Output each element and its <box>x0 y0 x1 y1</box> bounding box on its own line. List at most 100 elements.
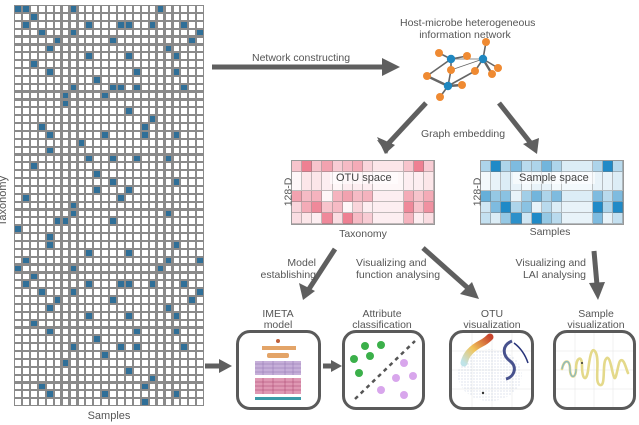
matrix-cell <box>110 29 116 36</box>
matrix-cell <box>165 281 172 288</box>
matrix-cell <box>173 202 180 209</box>
matrix-cell <box>173 76 180 83</box>
matrix-cell <box>38 391 45 398</box>
matrix-cell-present <box>15 6 21 12</box>
matrix-cell <box>118 108 124 115</box>
matrix-cell <box>94 289 101 295</box>
imeta-architecture-icon <box>255 339 301 400</box>
matrix-cell-present <box>165 210 172 217</box>
matrix-cell <box>181 352 188 358</box>
matrix-cell <box>38 92 45 99</box>
matrix-cell <box>165 108 172 115</box>
otu-heatmap-cell <box>342 161 353 173</box>
matrix-cell <box>15 147 21 154</box>
matrix-cell <box>94 367 101 374</box>
matrix-cell <box>141 265 148 272</box>
otu-heatmap-cell <box>423 191 434 202</box>
matrix-cell <box>70 234 77 240</box>
matrix-cell <box>141 391 148 398</box>
matrix-cell <box>133 116 140 122</box>
sample-heatmap-cell <box>511 213 522 224</box>
matrix-cell <box>15 242 21 248</box>
matrix-cell <box>157 45 164 52</box>
matrix-cell <box>86 132 93 138</box>
matrix-cell <box>62 21 69 28</box>
matrix-cell <box>181 234 188 240</box>
matrix-cell <box>133 37 140 44</box>
matrix-cell <box>110 132 116 138</box>
otu-space-x-label: Taxonomy <box>339 228 387 240</box>
matrix-cell <box>15 257 21 264</box>
matrix-cell <box>23 155 29 162</box>
matrix-cell <box>78 108 85 115</box>
matrix-cell <box>197 360 203 366</box>
matrix-cell <box>110 21 116 28</box>
matrix-cell <box>46 53 53 60</box>
matrix-cell-present <box>110 218 116 225</box>
sample-space-label: Sample space <box>513 172 595 184</box>
matrix-cell <box>165 61 172 67</box>
matrix-cell <box>62 312 69 319</box>
matrix-cell <box>181 391 188 398</box>
matrix-cell <box>157 187 164 193</box>
matrix-cell <box>38 116 45 122</box>
matrix-cell <box>23 108 29 115</box>
matrix-cell <box>70 147 77 154</box>
matrix-cell <box>54 69 61 75</box>
matrix-cell-present <box>70 29 77 36</box>
otu-heatmap-cell <box>292 191 303 202</box>
otu-heatmap-cell <box>403 161 414 173</box>
matrix-cell <box>38 320 45 327</box>
matrix-cell <box>165 202 172 209</box>
matrix-cell <box>157 37 164 44</box>
matrix-cell <box>141 14 148 20</box>
matrix-cell <box>149 242 156 248</box>
matrix-cell <box>197 108 203 115</box>
matrix-cell <box>78 304 85 311</box>
matrix-cell <box>94 226 101 232</box>
matrix-cell <box>94 391 101 398</box>
matrix-cell <box>118 257 124 264</box>
matrix-cell <box>173 289 180 295</box>
matrix-cell <box>133 108 140 115</box>
matrix-cell <box>94 234 101 240</box>
matrix-cell <box>173 108 180 115</box>
matrix-cell <box>62 273 69 280</box>
matrix-cell <box>133 336 140 343</box>
matrix-cell <box>126 84 132 91</box>
matrix-cell <box>197 37 203 44</box>
matrix-cell <box>181 242 188 248</box>
matrix-cell-present <box>94 171 101 177</box>
matrix-cell <box>94 202 101 209</box>
matrix-cell <box>38 179 45 185</box>
matrix-cell <box>157 344 164 350</box>
otu-heatmap-cell <box>413 201 424 214</box>
matrix-cell <box>141 218 148 225</box>
matrix-cell <box>189 124 196 130</box>
matrix-cell <box>126 202 132 209</box>
matrix-cell <box>118 289 124 295</box>
matrix-cell <box>46 194 53 201</box>
matrix-cell <box>54 179 61 185</box>
matrix-cell <box>149 92 156 99</box>
matrix-cell <box>70 375 77 382</box>
sample-heatmap-cell <box>491 201 502 214</box>
matrix-cell <box>46 179 53 185</box>
matrix-cell-present <box>133 155 140 162</box>
matrix-cell <box>189 210 196 217</box>
matrix-cell <box>15 155 21 162</box>
matrix-cell <box>165 187 172 193</box>
matrix-cell <box>102 61 108 67</box>
matrix-cell <box>31 6 37 12</box>
matrix-cell <box>157 132 164 138</box>
matrix-cell-present <box>15 226 21 232</box>
sample-heatmap-cell <box>602 191 613 202</box>
matrix-cell <box>110 53 116 60</box>
matrix-cell <box>189 336 196 343</box>
matrix-cell <box>102 29 108 36</box>
matrix-cell <box>189 367 196 374</box>
matrix-cell <box>102 320 108 327</box>
matrix-cell <box>110 273 116 280</box>
matrix-cell <box>94 344 101 350</box>
matrix-cell <box>54 132 61 138</box>
